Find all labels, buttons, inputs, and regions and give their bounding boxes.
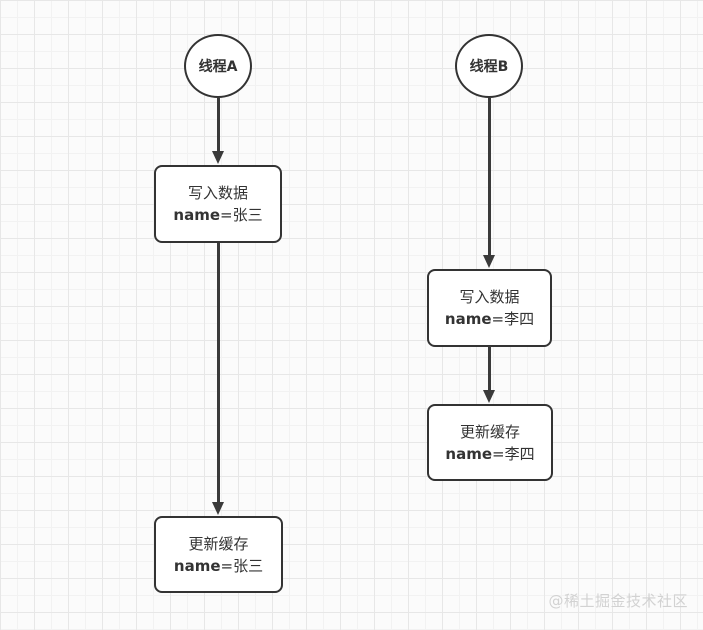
- var-name: name: [173, 206, 221, 224]
- node-title: 写入数据: [187, 184, 248, 202]
- node-value-line: name=李四: [445, 308, 534, 330]
- var-assign: =张三: [220, 206, 263, 224]
- arrowhead-down-icon: [211, 151, 224, 164]
- node-thread-b: 线程B: [455, 34, 523, 98]
- node-title: 更新缓存: [459, 422, 520, 441]
- arrow-line: [216, 98, 220, 152]
- arrowhead-down-icon: [482, 255, 495, 268]
- arrow-line: [216, 243, 220, 503]
- node-value-line: name=张三: [173, 204, 262, 226]
- node-thread-b-label: 线程B: [469, 59, 509, 75]
- arrow-line: [487, 346, 491, 391]
- var-name: name: [444, 310, 492, 328]
- var-assign: =李四: [492, 444, 535, 463]
- arrowhead-down-icon: [482, 390, 495, 403]
- node-thread-a-label: 线程A: [198, 59, 238, 75]
- var-name: name: [445, 444, 493, 463]
- node-value-line: name=张三: [174, 555, 263, 577]
- watermark: @稀土掘金技术社区: [548, 592, 688, 610]
- node-value-line: name=李四: [445, 443, 534, 465]
- node-title: 写入数据: [459, 288, 520, 306]
- node-write-data-b: 写入数据 name=李四: [427, 269, 552, 347]
- node-update-cache-b: 更新缓存 name=李四: [427, 404, 553, 481]
- node-title: 更新缓存: [188, 534, 249, 553]
- var-name: name: [173, 556, 221, 575]
- arrowhead-down-icon: [211, 502, 224, 515]
- node-write-data-a: 写入数据 name=张三: [154, 165, 282, 243]
- var-assign: =张三: [220, 556, 264, 575]
- node-update-cache-a: 更新缓存 name=张三: [154, 516, 283, 593]
- arrow-line: [487, 98, 491, 256]
- node-thread-a: 线程A: [184, 34, 252, 98]
- var-assign: =李四: [491, 310, 535, 328]
